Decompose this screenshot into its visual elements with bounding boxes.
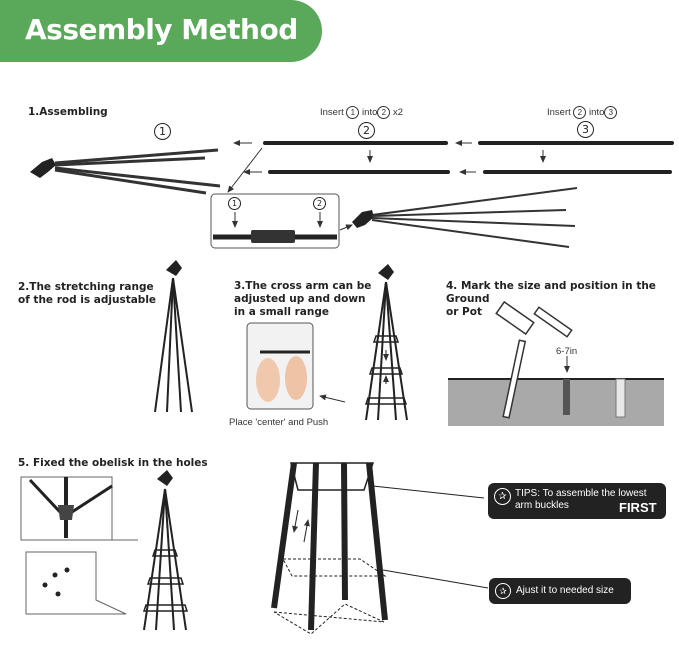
measure-label: 6-7in: [556, 346, 578, 357]
step4-label: 4. Mark the size and position in the Gro…: [446, 280, 656, 318]
ground-illustration: [448, 378, 664, 426]
star-icon: ✰: [495, 583, 511, 599]
tip-adjust-text: Ajust it to needed size: [516, 585, 614, 596]
page-title: Assembly Method: [25, 13, 298, 46]
step5-label: 5. Fixed the obelisk in the holes: [18, 457, 208, 469]
tip-lowest-arm-box: ✰ TIPS: To assemble the lowest arm buckl…: [488, 483, 666, 519]
hand-photo-frame: [246, 322, 314, 410]
assembled-rods-illustration: [30, 148, 221, 195]
tip-text: To assemble the lowest: [542, 488, 647, 499]
star-icon: ✰: [494, 488, 511, 505]
tip-adjust-box: ✰ Ajust it to needed size: [489, 578, 631, 604]
detail-circle-2: 2: [313, 197, 326, 210]
circle-1: 1: [154, 123, 171, 140]
ground-holes-inset: [25, 551, 127, 615]
fanned-rods-illustration: [352, 187, 578, 248]
tip-line2: arm buckles: [515, 500, 569, 511]
step3-label: 3.The cross arm can be adjusted up and d…: [234, 280, 372, 318]
rod-segments: [263, 141, 674, 174]
detail-circle-1: 1: [228, 197, 241, 210]
large-obelisk-base: [271, 462, 489, 635]
title-banner: [0, 0, 322, 62]
circle-2: 2: [358, 122, 375, 139]
pole-joint-inset: [20, 476, 138, 541]
step1-label: 1.Assembling: [28, 106, 108, 118]
circle-3: 3: [577, 121, 594, 138]
hammer-illustration: [495, 300, 573, 419]
tip-prefix: TIPS:: [515, 488, 541, 499]
tip-emphasis: FIRST: [619, 500, 657, 515]
step3-obelisk: [364, 264, 408, 421]
step2-obelisk: [154, 260, 193, 413]
step5-obelisk: [142, 470, 189, 631]
step3-caption: Place 'center' and Push: [229, 417, 329, 428]
step2-label: 2.The stretching range of the rod is adj…: [18, 281, 157, 306]
connector-detail-box: [210, 193, 340, 249]
